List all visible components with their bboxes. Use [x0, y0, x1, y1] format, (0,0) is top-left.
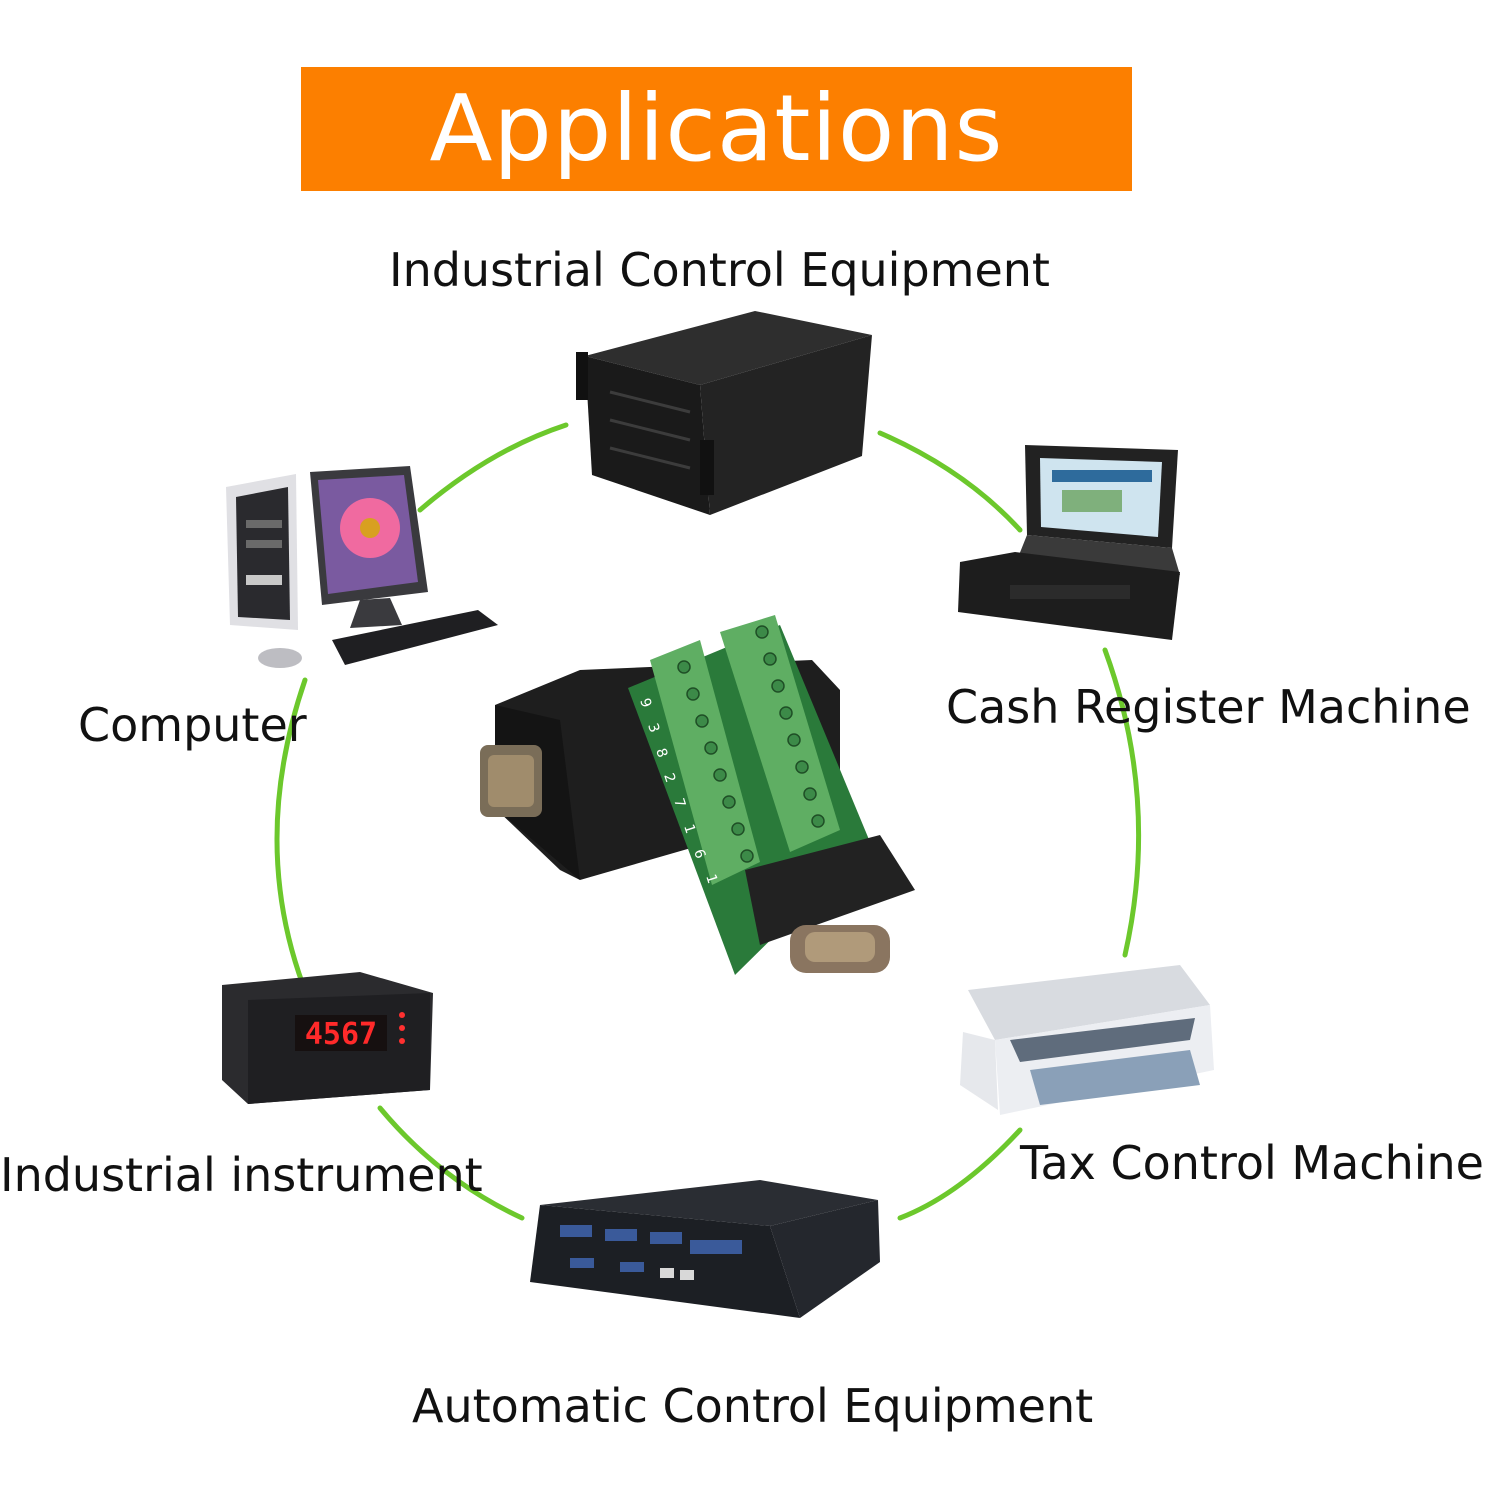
rack-server-image — [576, 311, 872, 515]
instrument-readout: 4567 — [305, 1017, 377, 1052]
db9-terminal-adapter-image: 9 3 8 2 7 1 6 1 — [480, 615, 915, 975]
label-automatic-control-equipment: Automatic Control Equipment — [412, 1379, 1094, 1433]
label-computer: Computer — [78, 698, 307, 752]
title: Applications — [429, 75, 1004, 182]
arc-top-right — [877, 430, 1023, 533]
industrial-instrument-image: 4567 — [222, 972, 433, 1104]
label-tax-control-machine: Tax Control Machine — [1020, 1136, 1484, 1190]
arc-bottom-right — [897, 1127, 1023, 1221]
label-cash-register-machine: Cash Register Machine — [946, 680, 1471, 734]
fanless-box-image — [530, 1180, 880, 1318]
title-banner: Applications — [301, 67, 1132, 191]
arc-bottom-left — [377, 1105, 525, 1221]
arc-top-left — [417, 422, 569, 513]
rugged-laptop-image — [958, 445, 1180, 640]
arc-right — [1102, 647, 1142, 958]
label-industrial-control-equipment: Industrial Control Equipment — [389, 243, 1050, 297]
connection-ring — [274, 422, 1142, 1221]
arc-left — [274, 677, 308, 988]
label-industrial-instrument: Industrial instrument — [0, 1148, 483, 1202]
printer-image — [960, 965, 1214, 1115]
computer-image — [226, 466, 498, 668]
